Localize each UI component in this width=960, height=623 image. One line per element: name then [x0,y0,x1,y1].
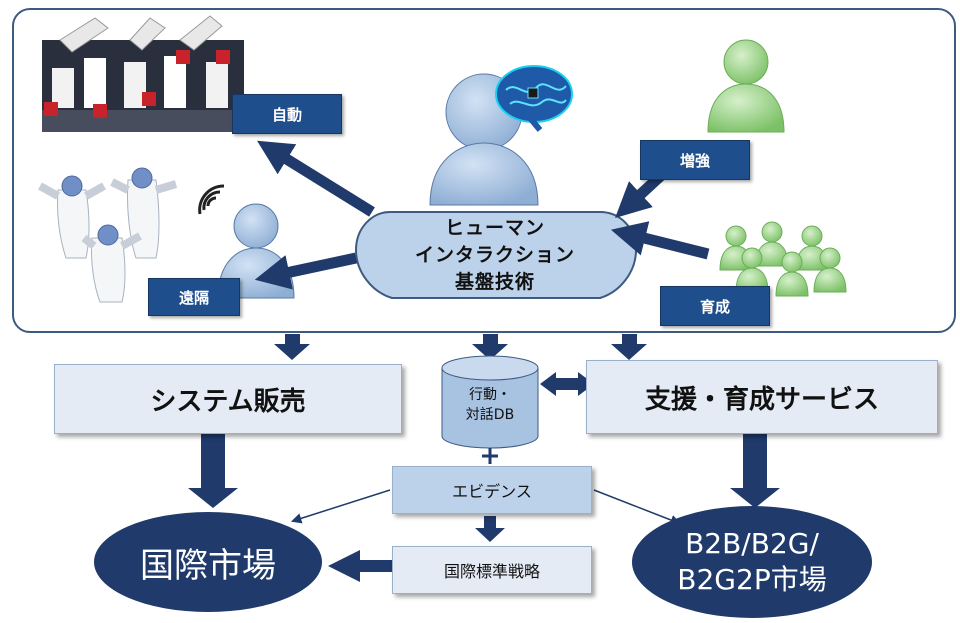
evidence-lines [290,489,681,525]
evidence-box: エビデンス [392,466,592,514]
support-service-box: 支援・育成サービス [586,360,938,434]
hub-line-3: 基盤技術 [454,270,535,293]
international-market-label: 国際市場 [140,545,276,586]
standard-strategy-box: 国際標準戦略 [392,546,592,594]
tag-enhance: 増強 [640,140,750,180]
db-label: 行動・ 対話DB [440,375,540,435]
hub-line-1: ヒューマン [444,216,545,239]
industrial-robot-arms-icon [42,15,244,132]
b2b-market-line-1: B2B/B2G/ [685,527,819,560]
brain-icon [495,65,573,132]
wifi-icon [198,184,225,215]
db-evidence-connector [482,448,498,464]
strategy-arrow [328,550,392,582]
humanoid-robot-arms-icon [38,167,178,303]
tag-nurture: 育成 [660,286,770,326]
green-person-icon [707,39,785,133]
down-arrows [188,334,780,542]
hub-label: ヒューマン インタラクション 基盤技術 [350,205,640,305]
db-line-2: 対話DB [465,407,515,423]
b2b-market-shape [632,506,872,618]
system-sales-box: システム販売 [54,364,402,434]
database-icon [441,355,539,449]
db-line-1: 行動・ [469,387,511,403]
tag-remote: 遠隔 [148,278,240,316]
green-group-icon [719,221,847,297]
b2b-market-line-2: B2G2P市場 [677,563,827,596]
tag-auto: 自動 [232,94,342,134]
b2b-market-label: B2B/B2G/ B2G2P市場 [632,506,872,618]
hub-line-2: インタラクション [414,243,575,266]
hub-arrows [254,140,710,290]
db-support-arrow [540,372,594,396]
international-market-shape [94,512,322,612]
